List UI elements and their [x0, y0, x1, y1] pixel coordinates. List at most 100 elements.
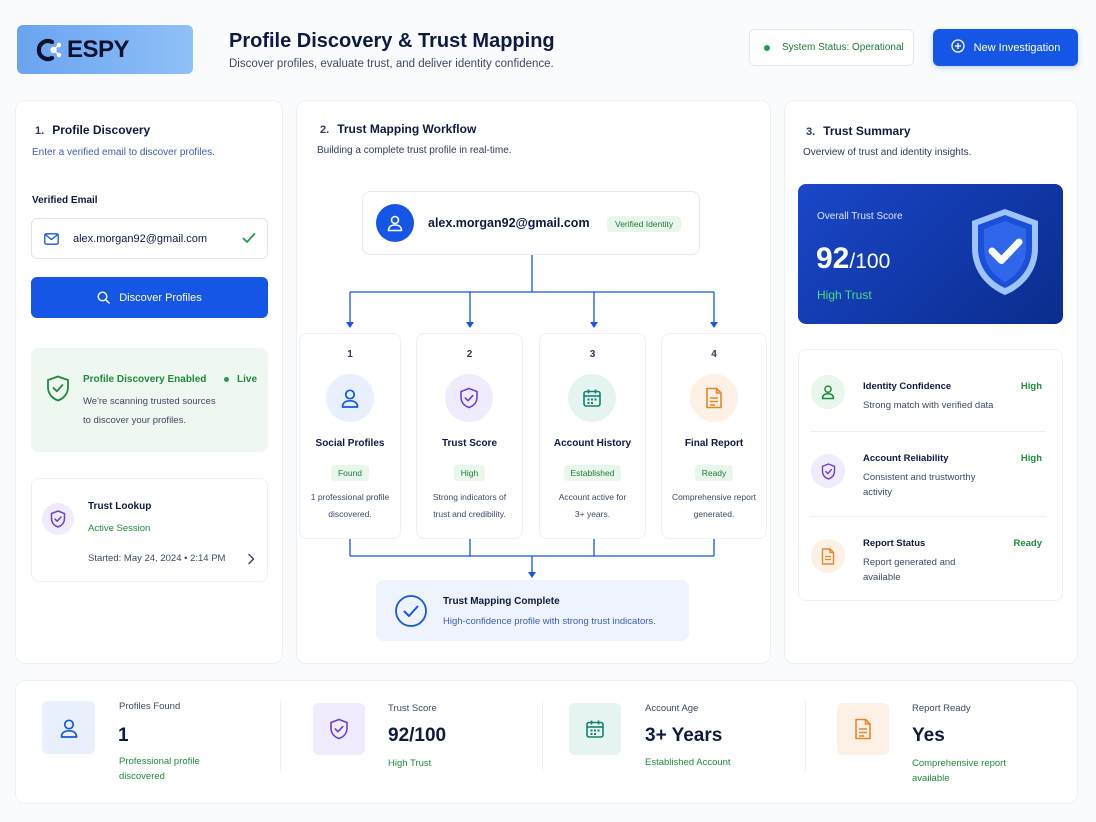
workflow-title: 2. Trust Mapping Workflow: [320, 122, 476, 136]
checkmark-icon: [242, 232, 256, 244]
workflow-step-trust-score[interactable]: [416, 333, 523, 539]
section-number: 2.: [320, 124, 330, 136]
summary-row-title: Report Status: [863, 538, 926, 549]
workflow-connectors: [346, 255, 718, 578]
summary-row: Account Reliability High Consistent and …: [798, 432, 1063, 516]
step-number: 4: [711, 349, 717, 360]
logo-text: ESPY: [67, 35, 130, 63]
shield-check-icon: [313, 703, 365, 755]
step-title: Final Report: [684, 438, 744, 449]
new-investigation-label: New Investigation: [973, 41, 1061, 54]
stat-sub-2: discovered: [119, 771, 165, 782]
divider: [810, 431, 1046, 432]
chevron-right-icon[interactable]: [247, 552, 255, 570]
status-dot-icon: [764, 44, 770, 51]
user-icon: [326, 374, 374, 422]
trust-lookup-status: Active Session: [88, 523, 151, 534]
step-number: 1: [347, 349, 353, 360]
discover-profiles-button[interactable]: Discover Profiles: [31, 277, 268, 318]
complete-title: Trust Mapping Complete: [443, 596, 560, 607]
profile-discovery-subtitle: Enter a verified email to discover profi…: [32, 147, 215, 158]
step-title: Account History: [553, 438, 632, 449]
summary-row-level: High: [1020, 381, 1042, 392]
stat-value: Yes: [912, 725, 945, 746]
score-label: Overall Trust Score: [817, 211, 903, 222]
stat-label: Profiles Found: [119, 701, 181, 712]
step-desc-2: generated.: [693, 509, 735, 519]
step-desc-2: 3+ years.: [574, 509, 611, 519]
page-title: Profile Discovery & Trust Mapping: [229, 30, 555, 52]
score-max: /100: [849, 250, 891, 273]
summary-row-desc-1: Consistent and trustworthy: [863, 472, 976, 483]
user-icon: [376, 204, 414, 242]
identity-email: alex.morgan92@gmail.com: [428, 216, 590, 230]
summary-row-title: Account Reliability: [863, 453, 949, 464]
score-value-wrap: 92/100: [816, 242, 890, 276]
system-status-text: System Status: Operational: [782, 42, 904, 53]
check-circle-icon: [394, 594, 428, 633]
stat-value: 3+ Years: [645, 725, 723, 746]
section-title-text: Trust Mapping Workflow: [337, 122, 477, 136]
stat-label: Account Age: [645, 703, 699, 714]
score-level: High Trust: [817, 288, 872, 302]
system-status-badge: System Status: Operational: [749, 29, 914, 66]
search-icon: [97, 291, 110, 304]
step-desc-1: 1 professional profile: [310, 492, 390, 502]
shield-check-icon: [46, 375, 70, 407]
trust-lookup-started: Started: May 24, 2024 • 2:14 PM: [88, 553, 226, 564]
trust-mapping-complete-card: [376, 580, 689, 641]
step-badge-wrap: Ready: [661, 463, 767, 481]
summary-row-title: Identity Confidence: [863, 381, 952, 392]
divider: [280, 700, 281, 772]
workflow-step-social-profiles[interactable]: [299, 333, 401, 539]
live-label: Live: [237, 374, 258, 385]
step-desc-1: Comprehensive report: [671, 492, 757, 502]
step-number: 3: [589, 349, 596, 360]
shield-check-icon: [445, 374, 493, 422]
stat-value: 1: [118, 725, 129, 746]
live-indicator: Live: [224, 374, 257, 385]
verified-email-field[interactable]: alex.morgan92@gmail.com: [31, 218, 268, 259]
stat-sub-1: Professional profile: [119, 756, 200, 767]
step-number: 2: [466, 349, 473, 360]
workflow-step-account-history[interactable]: [539, 333, 646, 539]
step-badge-wrap: High: [416, 463, 523, 481]
shield-check-icon: [811, 454, 845, 488]
section-number: 3.: [806, 126, 816, 138]
trust-lookup-session[interactable]: [31, 478, 268, 582]
discovery-enabled-title: Profile Discovery Enabled: [83, 374, 207, 385]
user-icon: [811, 375, 845, 409]
discovery-enabled-desc-2: to discover your profiles.: [83, 415, 186, 426]
summary-row-desc-1: Report generated and: [863, 557, 956, 568]
section-title-text: Trust Summary: [823, 124, 911, 138]
step-desc-2: discovered.: [328, 509, 372, 519]
section-title-text: Profile Discovery: [52, 123, 151, 137]
step-desc-2: trust and credibility.: [433, 509, 506, 519]
calendar-icon: [568, 374, 616, 422]
shield-check-icon: [968, 206, 1042, 303]
step-desc-1: Account active for: [558, 492, 627, 502]
verified-identity-badge: Verified Identity: [607, 216, 682, 232]
stat-sub-1: Comprehensive report: [912, 758, 1006, 769]
stat-label: Trust Score: [388, 703, 437, 714]
plus-circle-icon: [950, 39, 965, 56]
trust-lookup-title: Trust Lookup: [88, 501, 152, 512]
espy-logo[interactable]: ESPY: [17, 25, 193, 74]
new-investigation-button[interactable]: New Investigation: [933, 29, 1078, 66]
shield-icon: [42, 503, 74, 535]
divider: [810, 516, 1046, 517]
step-badge: Found: [330, 465, 370, 481]
trust-summary-subtitle: Overview of trust and identity insights.: [803, 147, 972, 158]
discovery-enabled-card: [31, 348, 268, 452]
summary-row-desc-2: available: [863, 572, 901, 583]
verified-email-label: Verified Email: [32, 195, 98, 206]
workflow-step-final-report[interactable]: [661, 333, 767, 539]
step-desc-1: Strong indicators of: [432, 492, 507, 502]
live-dot-icon: [224, 377, 229, 382]
stat-sub-2: available: [912, 773, 950, 784]
step-badge-wrap: Found: [299, 463, 401, 481]
summary-row: Identity Confidence High Strong match wi…: [798, 349, 1063, 431]
user-icon: [42, 701, 95, 754]
step-title: Trust Score: [441, 438, 498, 449]
stat-label: Report Ready: [912, 703, 971, 714]
